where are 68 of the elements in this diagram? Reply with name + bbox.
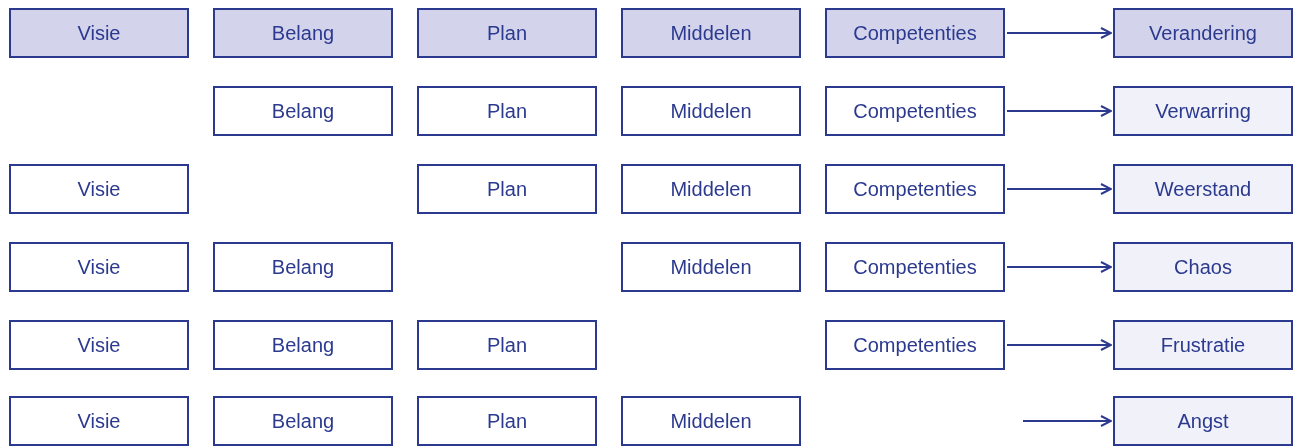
box-label: Chaos xyxy=(1174,255,1232,279)
box-label: Weerstand xyxy=(1154,177,1252,201)
process-box xyxy=(417,320,597,370)
box-label: Competenties xyxy=(853,177,977,201)
process-box xyxy=(1113,86,1293,136)
process-box xyxy=(9,242,189,292)
arrow xyxy=(1022,415,1112,427)
process-box xyxy=(1113,396,1293,446)
box-label: Plan xyxy=(487,333,527,357)
process-box xyxy=(9,164,189,214)
process-box xyxy=(621,86,801,136)
box-label: Visie xyxy=(77,333,121,357)
process-box xyxy=(213,242,393,292)
process-box xyxy=(213,320,393,370)
box-label: Verwarring xyxy=(1155,99,1251,123)
process-box xyxy=(825,242,1005,292)
box-label: Competenties xyxy=(853,255,977,279)
arrow xyxy=(1006,183,1112,195)
process-box xyxy=(9,8,189,58)
process-box xyxy=(621,8,801,58)
process-box xyxy=(621,164,801,214)
box-label: Visie xyxy=(77,21,121,45)
box-label: Belang xyxy=(271,409,335,433)
process-box xyxy=(417,164,597,214)
process-box xyxy=(1113,164,1293,214)
process-box xyxy=(1113,242,1293,292)
process-box xyxy=(213,86,393,136)
process-box xyxy=(1113,320,1293,370)
arrow xyxy=(1006,105,1112,117)
box-label: Middelen xyxy=(670,21,752,45)
box-label: Belang xyxy=(271,333,335,357)
process-box xyxy=(825,164,1005,214)
box-label: Competenties xyxy=(853,21,977,45)
process-box xyxy=(825,86,1005,136)
process-box xyxy=(213,396,393,446)
process-box xyxy=(417,396,597,446)
box-label: Competenties xyxy=(853,99,977,123)
box-label: Belang xyxy=(271,255,335,279)
box-label: Middelen xyxy=(670,177,752,201)
box-label: Competenties xyxy=(853,333,977,357)
box-label: Plan xyxy=(487,409,527,433)
arrow xyxy=(1006,27,1112,39)
box-label: Belang xyxy=(271,99,335,123)
box-label: Belang xyxy=(271,21,335,45)
arrow xyxy=(1006,339,1112,351)
process-box xyxy=(417,8,597,58)
box-label: Middelen xyxy=(670,409,752,433)
box-label: Middelen xyxy=(670,99,752,123)
box-label: Visie xyxy=(77,409,121,433)
process-box xyxy=(213,8,393,58)
box-label: Verandering xyxy=(1149,21,1257,45)
arrow xyxy=(1006,261,1112,273)
box-label: Angst xyxy=(1177,409,1229,433)
process-box xyxy=(417,86,597,136)
process-box xyxy=(621,396,801,446)
process-box xyxy=(825,320,1005,370)
box-label: Visie xyxy=(77,177,121,201)
box-label: Frustratie xyxy=(1160,333,1246,357)
box-label: Plan xyxy=(487,99,527,123)
process-box xyxy=(9,396,189,446)
box-label: Middelen xyxy=(670,255,752,279)
process-box xyxy=(1113,8,1293,58)
process-box xyxy=(9,320,189,370)
process-box xyxy=(825,8,1005,58)
box-label: Visie xyxy=(77,255,121,279)
box-label: Plan xyxy=(487,177,527,201)
process-box xyxy=(621,242,801,292)
box-label: Plan xyxy=(487,21,527,45)
